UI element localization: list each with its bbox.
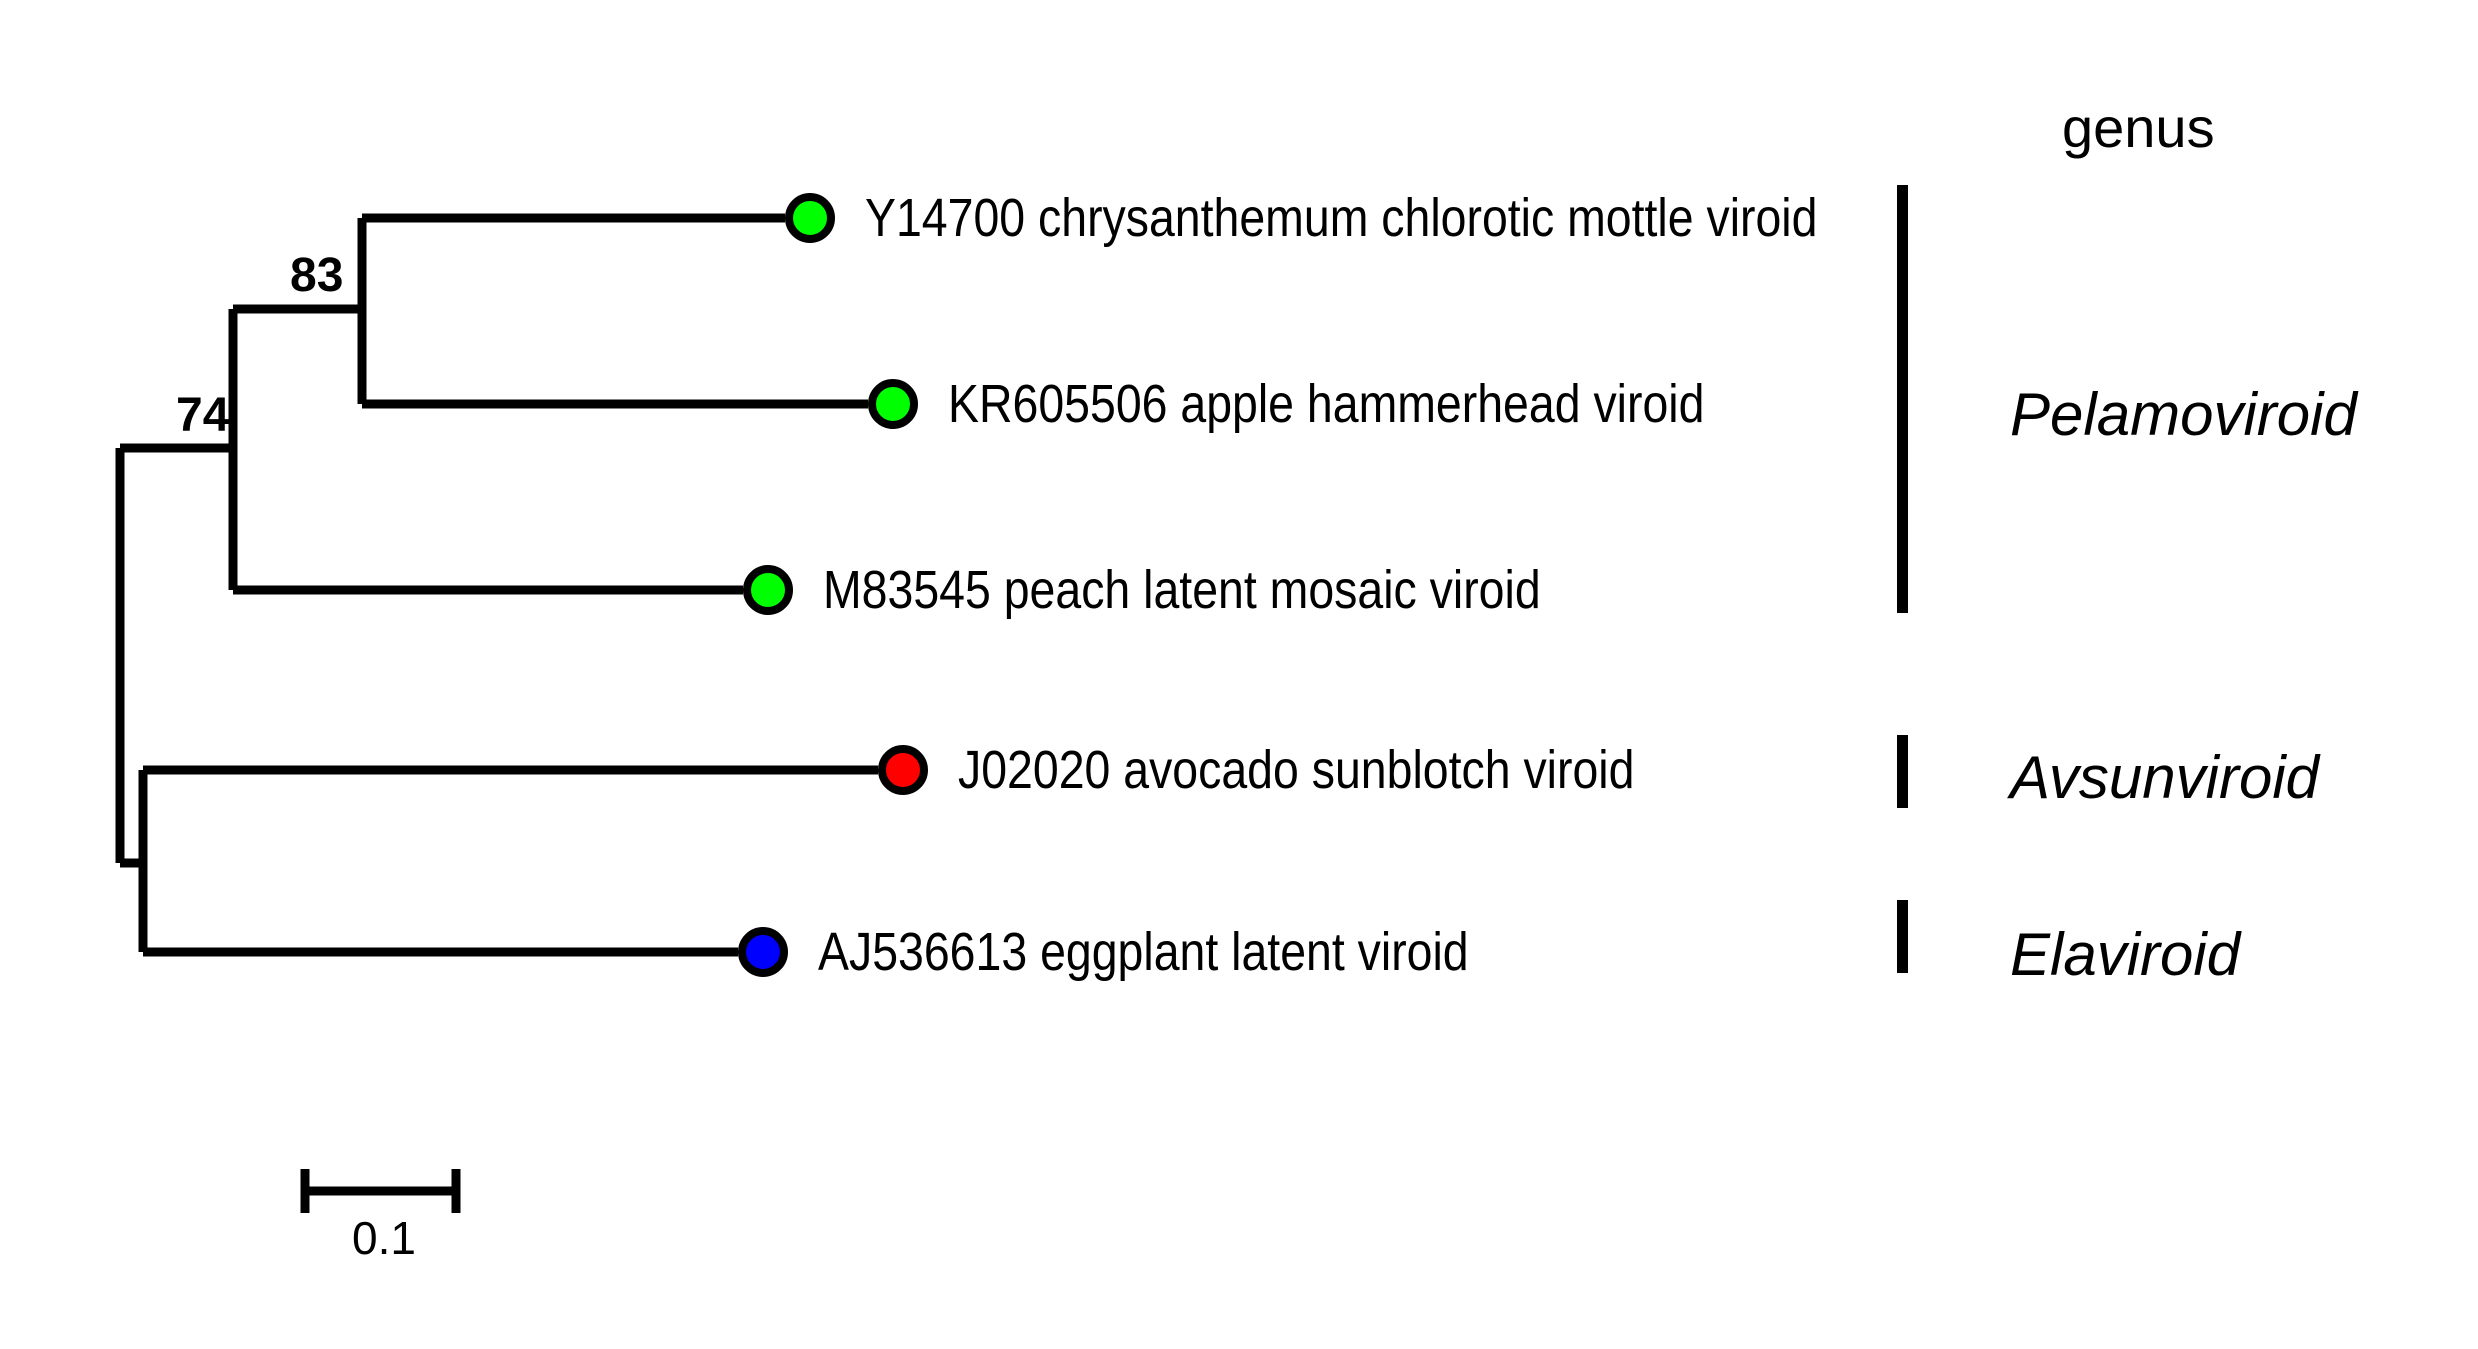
- red-circle-marker-J02020: [878, 745, 928, 795]
- support-value-74: 74: [176, 389, 230, 442]
- tip-label-KR605506: KR605506 apple hammerhead viroid: [948, 374, 1705, 434]
- tip-markers: [738, 193, 928, 977]
- tip-label-M83545: M83545 peach latent mosaic viroid: [823, 560, 1541, 620]
- tip-label-J02020: J02020 avocado sunblotch viroid: [958, 740, 1635, 800]
- genus-label-pelamoviroid: Pelamoviroid: [2010, 381, 2357, 448]
- genus-label-elaviroid: Elaviroid: [2010, 921, 2241, 988]
- tip-label-AJ536613: AJ536613 eggplant latent viroid: [818, 922, 1469, 982]
- scale-bar-graphic: [300, 1169, 461, 1213]
- green-circle-marker-M83545: [743, 565, 793, 615]
- genus-column-title: genus: [2062, 96, 2215, 159]
- branch-lines: [115, 213, 878, 957]
- genus-bar-elaviroid: [1897, 900, 1908, 973]
- green-circle-marker-KR605506: [868, 379, 918, 429]
- genus-bracket-bars: [1897, 185, 1908, 973]
- blue-circle-marker-AJ536613: [738, 927, 788, 977]
- genus-label-avsunviroid: Avsunviroid: [2010, 744, 2320, 811]
- genus-bar-avsunviroid: [1897, 735, 1908, 808]
- scale-bar-label: 0.1: [352, 1212, 416, 1264]
- green-circle-marker-Y14700: [785, 193, 835, 243]
- tip-label-Y14700: Y14700 chrysanthemum chlorotic mottle vi…: [865, 188, 1818, 248]
- support-value-83: 83: [290, 249, 344, 302]
- genus-bar-pelamoviroid: [1897, 185, 1908, 613]
